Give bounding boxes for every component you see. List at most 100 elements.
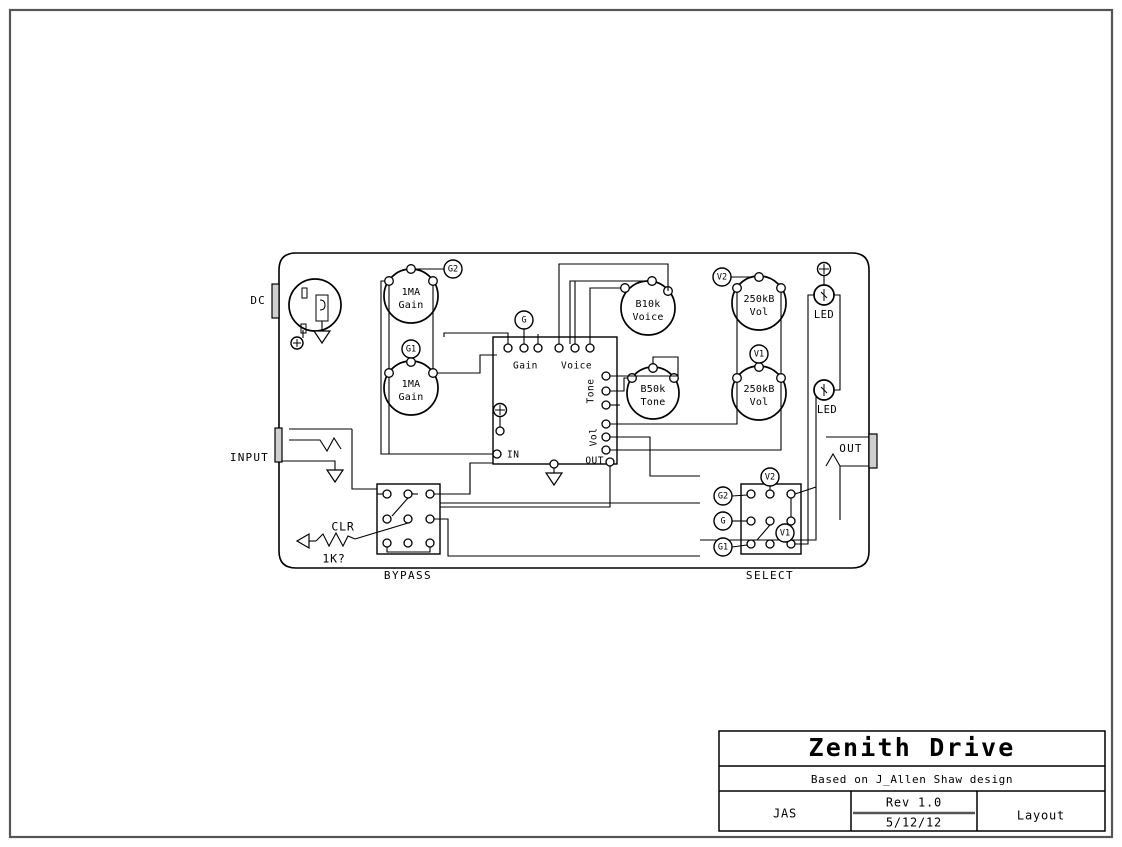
bubble-v2-select-label: V2 xyxy=(765,473,775,483)
dc-jack-outline xyxy=(288,278,342,332)
wire-led-right-rail xyxy=(834,294,841,391)
wire-g2-select-lead xyxy=(731,494,748,497)
bypass-lug-3 xyxy=(425,489,435,499)
pot-gain-upper-name: Gain xyxy=(399,300,424,311)
board-pin-tone-2 xyxy=(601,386,611,396)
wire-tone-lug1-to-board xyxy=(610,377,628,392)
bypass-lug-7 xyxy=(382,538,392,548)
board-pin-vol-2 xyxy=(601,432,611,442)
wire-gain-lug3-to-board xyxy=(437,354,497,374)
bubble-v2-vol-body xyxy=(712,267,732,287)
wire-vol-to-select xyxy=(610,436,700,477)
bubble-g2-select-label: G2 xyxy=(718,492,728,502)
board-pin-group-vol-label: Vol xyxy=(589,428,600,447)
clr-arrow-symbol xyxy=(295,532,310,550)
pot-gain-upper-lug2 xyxy=(406,264,416,274)
board-pin-out-label: OUT xyxy=(585,456,604,467)
board-pin-group-gain-label: Gain xyxy=(513,361,538,372)
bubble-g1-mid-body xyxy=(401,339,421,359)
select-jumper-diag xyxy=(756,524,771,541)
clr-resistor-value: 1K? xyxy=(322,552,345,566)
pot-vol-lower-name: Vol xyxy=(750,397,769,408)
select-lug-2 xyxy=(765,489,775,499)
pot-tone-value: B50k xyxy=(641,384,666,395)
bypass-lug-8 xyxy=(403,538,413,548)
bubble-v1-select-body xyxy=(775,523,795,543)
wire-bypass-to-board-in xyxy=(469,462,493,494)
pot-vol-upper-value: 250kB xyxy=(743,294,774,305)
bypass-lug-5 xyxy=(403,514,413,524)
dc-plus-cross xyxy=(293,339,301,347)
wire-bypass-to-clr xyxy=(354,522,409,540)
board-pin-gain-1 xyxy=(503,343,513,353)
pot-gain-lower-lug3 xyxy=(428,368,438,378)
dc-ground-symbol xyxy=(312,330,332,345)
wire-vol-to-board-3 xyxy=(610,382,782,451)
pot-gain-lower-lug1 xyxy=(384,368,394,378)
pot-gain-upper-lug1 xyxy=(384,276,394,286)
led-plus-cross xyxy=(819,264,829,274)
bubble-g1-mid-label: G1 xyxy=(406,345,416,355)
select-switch-label: SELECT xyxy=(746,569,794,582)
pot-vol-lower-lug3 xyxy=(776,373,786,383)
pot-tone-lug2 xyxy=(648,363,658,373)
led-bottom-label: LED xyxy=(817,404,837,416)
pot-tone-name: Tone xyxy=(641,397,666,408)
bubble-v1-vol-label: V1 xyxy=(754,350,764,360)
select-lug-7 xyxy=(746,539,756,549)
bypass-switch-label: BYPASS xyxy=(384,569,432,582)
board-pin-vol-3 xyxy=(601,445,611,455)
clr-resistor-zigzag xyxy=(315,531,356,548)
board-pin-in-label: IN xyxy=(507,450,519,461)
pot-tone-lug1 xyxy=(627,373,637,383)
output-jack-label: OUT xyxy=(839,442,862,455)
output-jack-contacts xyxy=(825,452,869,467)
board-pin-group-voice-label: Voice xyxy=(561,361,592,372)
project-title: Zenith Drive xyxy=(808,733,1015,762)
pot-gain-lower-value: 1MA xyxy=(402,379,421,390)
bubble-g2-top-label: G2 xyxy=(448,265,458,275)
wire-g1-select-lead xyxy=(731,544,748,548)
dc-jack-lug-a xyxy=(301,287,308,299)
wire-board-gain1-route xyxy=(443,332,509,344)
select-lug-8 xyxy=(765,539,775,549)
wire-select-to-led-rail xyxy=(795,505,809,545)
bubble-v1-vol-body xyxy=(749,344,769,364)
board-pin-gain-3 xyxy=(533,343,543,353)
select-lug-3 xyxy=(786,489,796,499)
board-power-cross xyxy=(495,405,505,415)
input-jack-body xyxy=(274,427,283,463)
input-jack-sleeve-lead xyxy=(282,460,336,470)
bubble-v2-vol-label: V2 xyxy=(717,273,727,283)
bubble-g-select-label: G xyxy=(720,517,725,527)
title-block: Zenith Drive Based on J_Allen Shaw desig… xyxy=(718,730,1106,832)
bypass-jumper-diag-1 xyxy=(391,497,409,517)
clr-resistor-ref: CLR xyxy=(331,520,354,534)
wire-led-left-rail xyxy=(807,294,814,505)
board-pin-gain-2 xyxy=(519,343,529,353)
led-top-label: LED xyxy=(814,309,834,321)
pot-voice-lug2 xyxy=(647,276,657,286)
board-pin-tone-1 xyxy=(601,371,611,381)
pot-vol-lower-value: 250kB xyxy=(743,384,774,395)
dc-jack-label: DC xyxy=(250,294,266,307)
enclosure-outline xyxy=(278,252,870,569)
board-ground-pad xyxy=(549,459,559,469)
pot-gain-lower-lug2 xyxy=(406,357,416,367)
wire-voice-lug1-to-board xyxy=(589,287,621,344)
author-cell: JAS xyxy=(773,807,797,821)
pot-gain-lower-name: Gain xyxy=(399,392,424,403)
pot-tone-lug3 xyxy=(669,373,679,383)
bypass-lug-4 xyxy=(382,514,392,524)
wire-select-lug3-to-out xyxy=(794,486,817,495)
wire-vol-to-board-1 xyxy=(610,382,738,425)
dc-jack-body xyxy=(271,283,280,319)
bypass-lug-1 xyxy=(382,489,392,499)
board-power-pad xyxy=(495,426,505,436)
bypass-lug-2 xyxy=(403,489,413,499)
project-subtitle: Based on J_Allen Shaw design xyxy=(811,773,1013,786)
pot-voice-value: B10k xyxy=(636,299,661,310)
input-jack-label: INPUT xyxy=(230,451,269,464)
pot-gain-upper-lug3 xyxy=(428,276,438,286)
